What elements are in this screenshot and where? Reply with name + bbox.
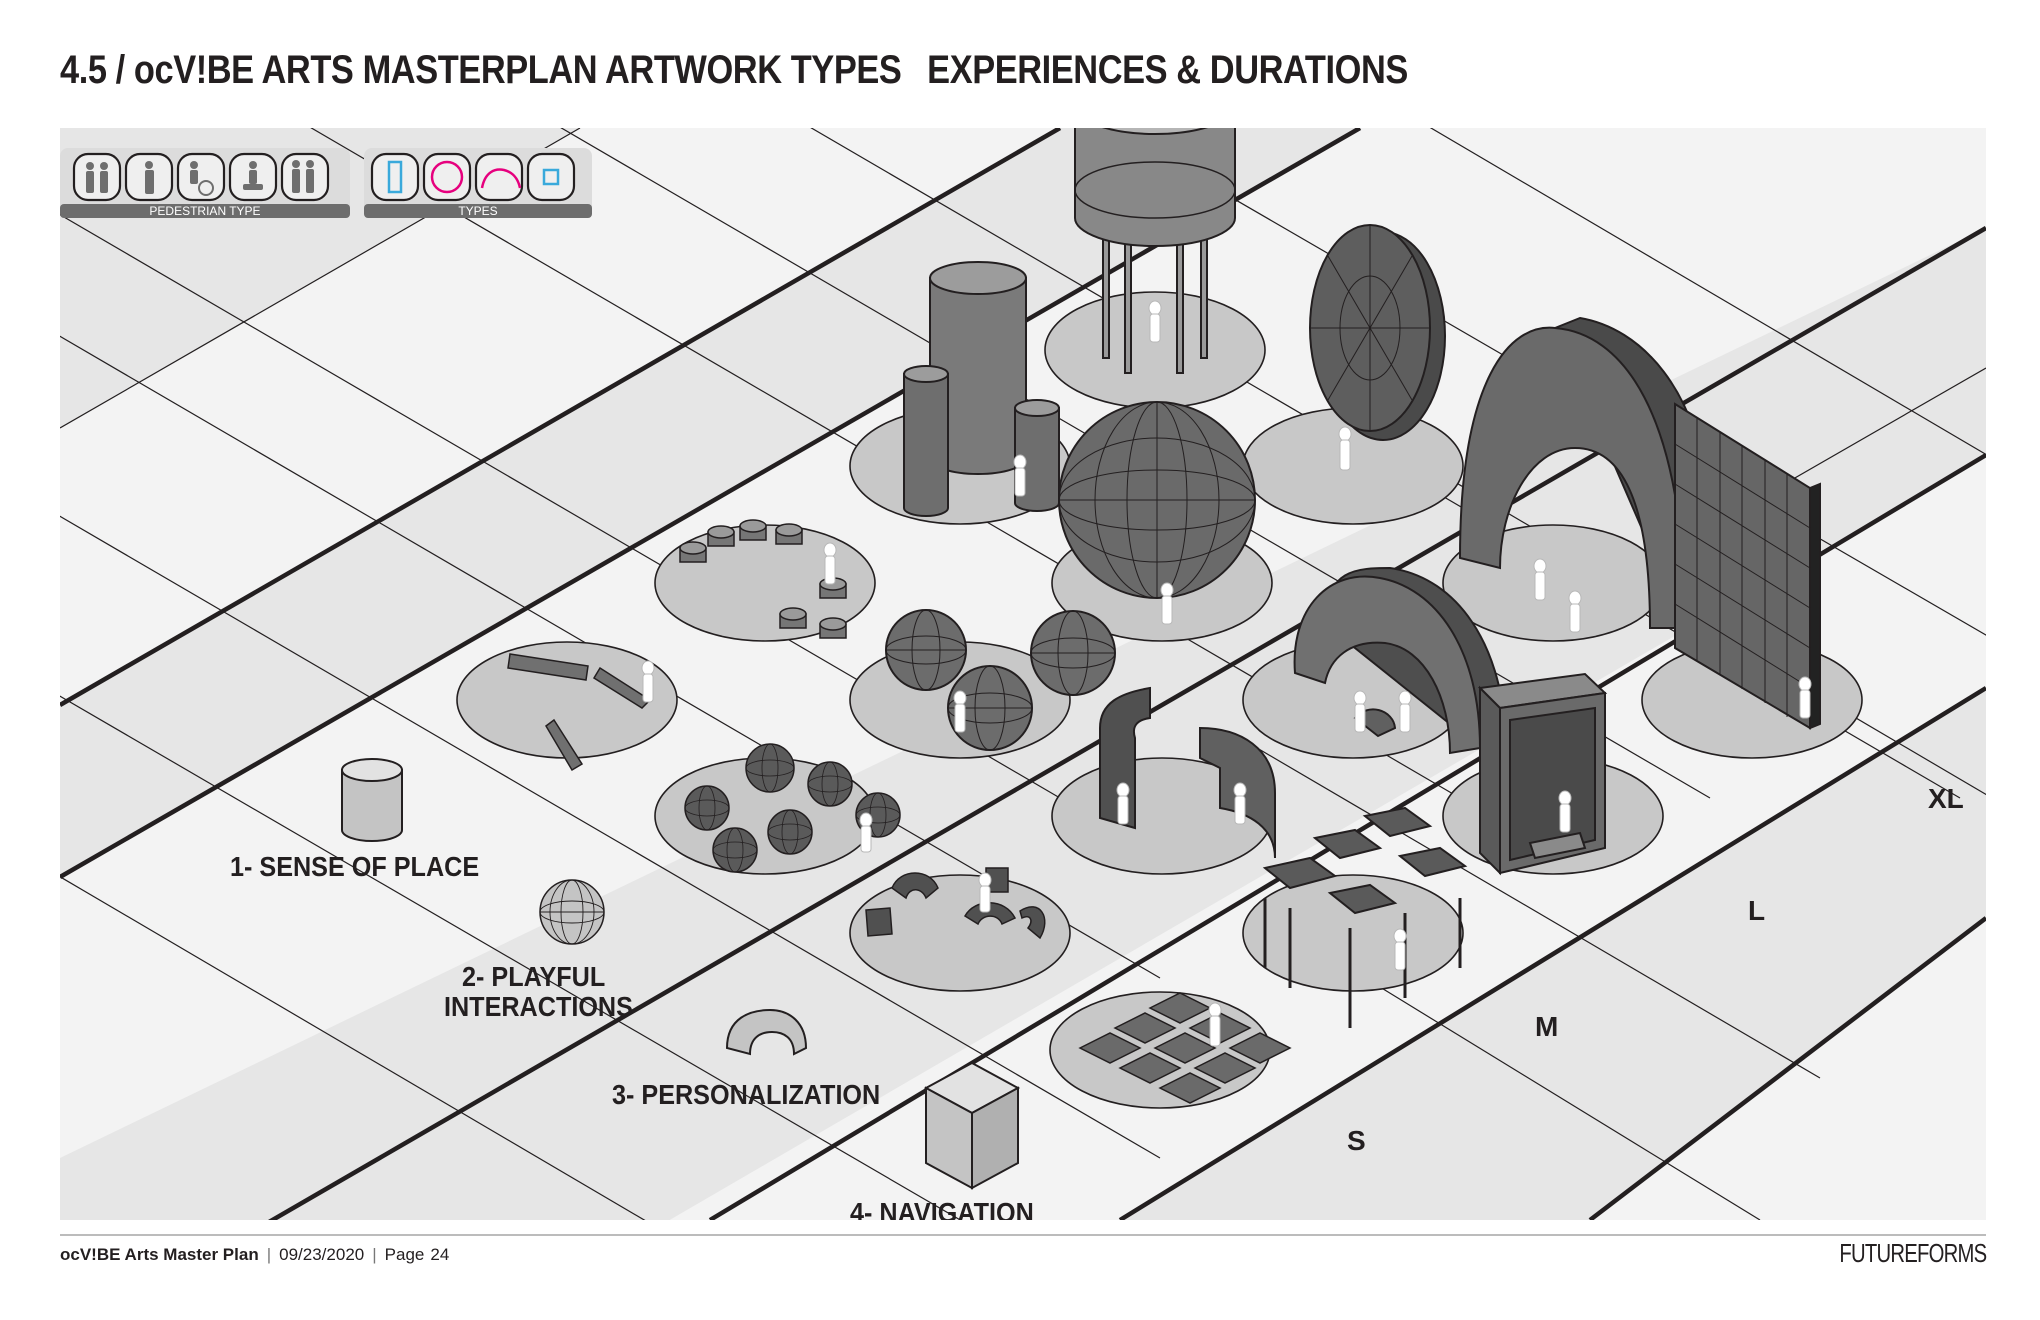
log-seating-artwork	[507, 653, 652, 772]
footer-page-number: 24	[430, 1245, 450, 1264]
floor-tiles-artwork	[1078, 992, 1292, 1104]
family-icon	[292, 160, 314, 193]
people-figures	[641, 300, 1812, 1047]
scale-label-s: S	[1347, 1125, 1366, 1156]
scale-label-l: L	[1748, 895, 1765, 926]
cabin-artwork	[1477, 672, 1608, 876]
circle-icon	[430, 160, 464, 194]
personal-pieces-artwork	[865, 867, 1046, 940]
sphere-group-artwork	[885, 609, 1116, 751]
legend-pedestrian-label: PEDESTRIAN TYPE	[149, 204, 260, 218]
cylinder-cluster-artwork	[903, 261, 1060, 517]
category-label-playful-line1: 2- PLAYFUL	[462, 961, 605, 993]
legend-pedestrian-type: PEDESTRIAN TYPE	[60, 148, 350, 218]
water-tower-artwork	[1074, 128, 1236, 374]
tall-rectangle-icon	[387, 160, 403, 194]
wheelchair-user-icon	[190, 161, 214, 196]
cylinder-icon	[341, 758, 403, 842]
sphere-icon	[539, 879, 605, 945]
disk-sculpture-artwork	[1309, 224, 1446, 441]
footer-page-label: Page	[384, 1245, 425, 1264]
grid-wall-artwork	[1674, 402, 1821, 730]
scale-label-m: M	[1535, 1011, 1558, 1042]
seated-person-icon	[243, 161, 263, 190]
page-title-main: 4.5 / ocV!BE ARTS MASTERPLAN ARTWORK TYP…	[60, 48, 902, 92]
legend-types: TYPES	[364, 148, 592, 218]
footer-rule	[60, 1234, 1986, 1236]
cube-icon	[923, 1061, 1021, 1190]
footer-date: 09/23/2020	[279, 1245, 365, 1264]
stool-seating-artwork	[679, 519, 847, 639]
footer-doc-title: ocV!BE Arts Master Plan	[60, 1245, 259, 1264]
artwork-types-diagram: 1- SENSE OF PLACE 2- PLAYFUL INTERACTION…	[60, 128, 1986, 1220]
brand-logo: FUTUREFORMS	[1839, 1238, 1987, 1268]
category-label-playful-line2: INTERACTIONS	[444, 991, 633, 1023]
large-sphere-artwork	[1058, 401, 1256, 599]
category-label-sense-of-place: 1- SENSE OF PLACE	[230, 851, 479, 883]
small-sphere-group-artwork	[684, 743, 901, 873]
small-square-icon	[542, 168, 560, 186]
arch-icon	[725, 1008, 808, 1056]
shade-canopy-artwork	[1262, 806, 1468, 1028]
scale-label-xl: XL	[1928, 783, 1964, 814]
legend-types-label: TYPES	[458, 204, 497, 218]
arch-type-icon	[480, 168, 522, 189]
walking-person-icon	[145, 161, 154, 194]
category-label-personalization: 3- PERSONALIZATION	[612, 1079, 880, 1111]
category-label-navigation: 4- NAVIGATION	[850, 1197, 1034, 1220]
group-of-people-icon	[86, 162, 108, 193]
page-title-sub: EXPERIENCES & DURATIONS	[927, 48, 1408, 92]
page-title: 4.5 / ocV!BE ARTS MASTERPLAN ARTWORK TYP…	[60, 48, 1408, 93]
